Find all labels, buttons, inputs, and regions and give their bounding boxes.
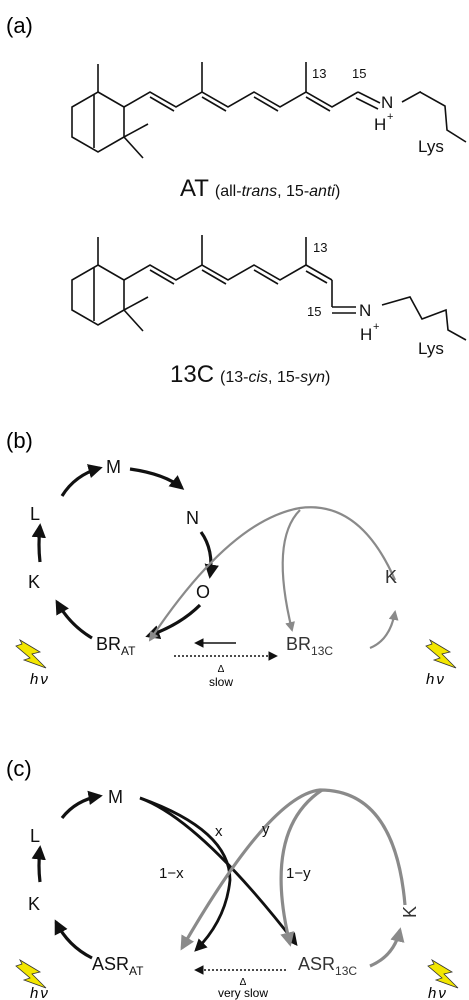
label-x: x — [215, 823, 223, 840]
panel-c-label: (c) — [6, 756, 32, 781]
arrow-n-to-o — [199, 531, 219, 579]
structure-at-labels: 13 15 N H + Lys — [312, 66, 444, 156]
node-k: K — [28, 894, 40, 914]
node-br13c: BR13C — [286, 634, 333, 658]
panel-b-nodes: M N O L K K BRAT BR13C — [28, 457, 397, 658]
equilibrium-c: Δ very slow — [194, 965, 286, 1000]
node-l: L — [30, 504, 40, 524]
very-slow-label: very slow — [218, 986, 268, 1000]
charge-label: + — [373, 321, 379, 333]
arrow-l-to-m — [60, 790, 103, 820]
atom-c13-label: 13 — [312, 66, 326, 81]
slow-label: slow — [209, 675, 233, 689]
delta-label: Δ — [218, 664, 225, 675]
arrow-k-to-l — [31, 845, 46, 883]
arrow-m-to-asrat — [139, 796, 232, 952]
atom-n-label: N — [359, 301, 371, 320]
label-y: y — [262, 821, 270, 838]
equilibrium-b: Δ slow — [174, 638, 278, 689]
node-k13: K — [400, 906, 420, 918]
lys-label: Lys — [418, 137, 444, 156]
atom-h-label: H — [374, 115, 386, 134]
cycle-c-black — [31, 790, 298, 960]
arrow-br13c-to-k13 — [369, 610, 399, 650]
atom-c15-label: 15 — [352, 66, 366, 81]
node-asrat: ASRAT — [92, 954, 144, 978]
node-asr13c: ASR13C — [298, 954, 357, 978]
node-m: M — [108, 787, 123, 807]
label-1-minus-x: 1−x — [159, 865, 184, 882]
arrow-brat-to-k — [55, 599, 93, 640]
node-brat: BRAT — [96, 634, 136, 658]
lys-label: Lys — [418, 339, 444, 358]
arrow-k13-to-brat — [148, 506, 397, 642]
arrow-junction-to-br13c — [281, 509, 301, 632]
structure-13c-name: 13C(13-cis, 15-syn) — [170, 361, 330, 388]
cycle-b-black — [31, 464, 219, 640]
node-k: K — [28, 572, 40, 592]
cycle-b-gray — [148, 506, 399, 650]
arrow-k-to-l — [31, 523, 46, 563]
structure-at-name: AT(all-trans, 15-anti) — [180, 175, 340, 202]
atom-c13-label: 13 — [313, 240, 327, 255]
node-m: M — [106, 457, 121, 477]
atom-n-label: N — [381, 93, 393, 112]
lightning-icon — [427, 958, 459, 989]
atom-h-label: H — [360, 325, 372, 344]
arrow-asr13c-to-k13 — [369, 927, 405, 968]
lightning-icon — [15, 958, 47, 989]
charge-label: + — [387, 111, 393, 123]
label-1-minus-y: 1−y — [286, 865, 311, 882]
node-l: L — [30, 826, 40, 846]
lightning-icon — [15, 638, 47, 669]
delta-label: Δ — [240, 977, 247, 988]
arrow-junction-to-asr13c — [279, 788, 323, 947]
name-main: AT — [180, 175, 209, 202]
node-k13: K — [385, 567, 397, 587]
cycle-c-gray — [180, 788, 407, 968]
panel-a-label: (a) — [6, 13, 33, 38]
panel-b-label: (b) — [6, 428, 33, 453]
panel-c-nodes: M L K K x y 1−x 1−y ASRAT ASR13C — [28, 787, 420, 978]
node-n: N — [186, 508, 199, 528]
node-o: O — [196, 582, 210, 602]
atom-c15-label: 15 — [307, 304, 321, 319]
structure-at — [71, 62, 467, 159]
structure-13c-labels: 13 15 N H + Lys — [307, 240, 444, 358]
lightning-icon — [425, 638, 457, 669]
arrow-l-to-m — [60, 464, 103, 497]
structure-13c — [71, 235, 467, 341]
arrow-m-to-n — [129, 467, 185, 490]
arrow-asrat-to-k — [54, 919, 93, 960]
